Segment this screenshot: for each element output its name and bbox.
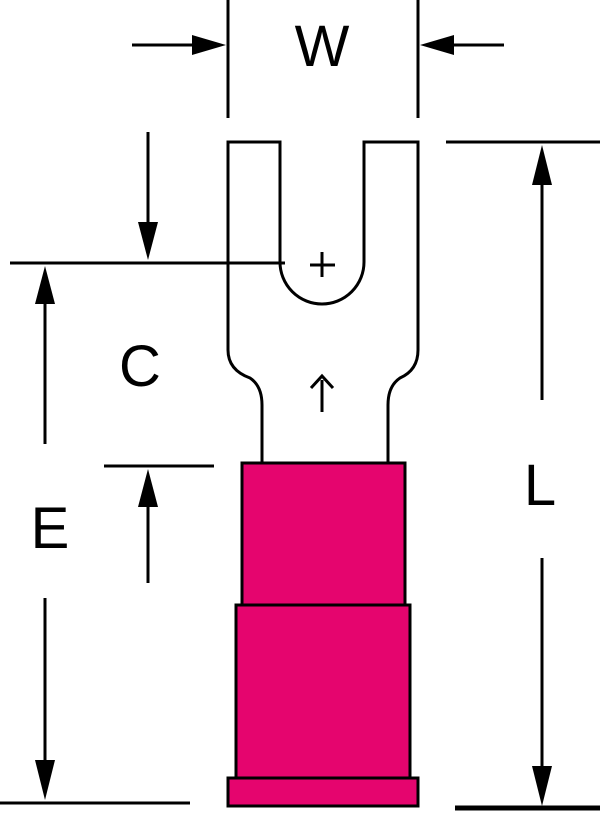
l-arrow-down-head [532, 766, 552, 806]
e-arrow-down-head [35, 760, 55, 800]
w-arrow-right-head [420, 35, 454, 55]
l-label: L [524, 453, 556, 518]
insulation-barrel-upper [240, 461, 407, 609]
c-arrow-up-head [138, 469, 158, 507]
insulation-barrel-flange [226, 776, 420, 808]
c-arrow-down-head [138, 222, 158, 260]
w-arrow-left-head [192, 35, 226, 55]
w-label: W [295, 14, 350, 79]
e-label: E [31, 496, 70, 561]
tongue-arrow-head [309, 373, 335, 390]
e-arrow-up-head [35, 266, 55, 304]
c-label: C [119, 334, 161, 399]
l-arrow-up-head [532, 145, 552, 185]
insulation-barrel-lower [234, 603, 412, 782]
spade-terminal-body [226, 140, 420, 467]
